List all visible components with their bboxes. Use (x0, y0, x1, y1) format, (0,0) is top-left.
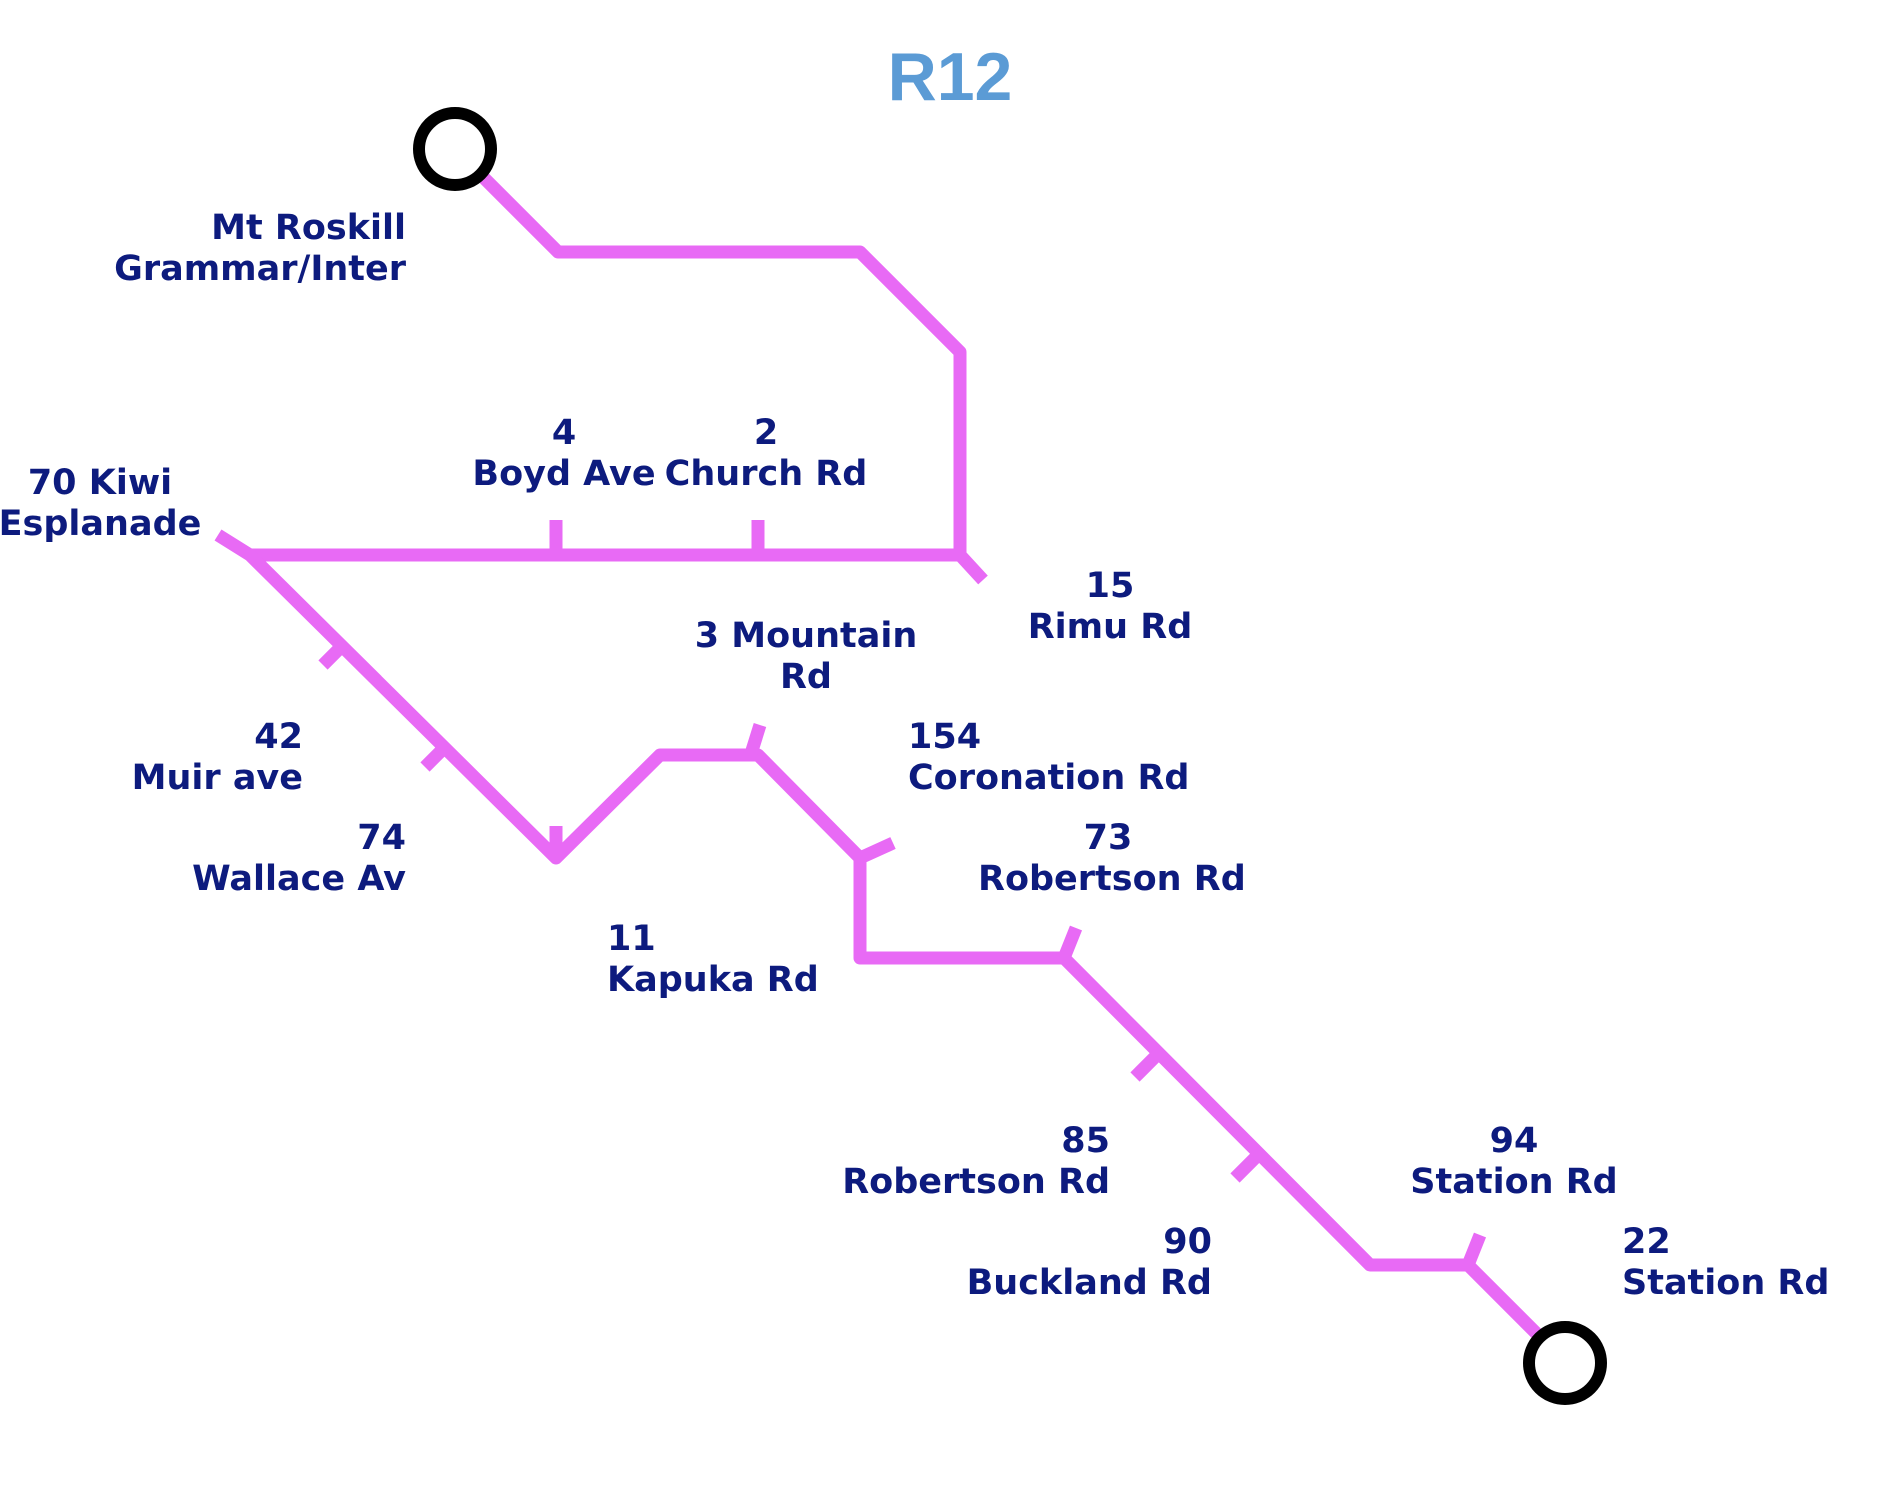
stop-marker-station-rd-94 (1461, 1232, 1487, 1268)
stop-label-line: 85 (1061, 1121, 1110, 1161)
stop-label-line: Grammar/Inter (114, 249, 406, 289)
stop-label-church-rd: 2 Church Rd (636, 413, 896, 495)
stop-label-station-rd-22: 22 Station Rd (1622, 1222, 1829, 1304)
stop-label-line: Rd (779, 657, 832, 697)
stop-label-line: Church Rd (664, 454, 868, 494)
stop-label-line: 154 (908, 717, 982, 757)
stop-label-line: Kapuka Rd (607, 960, 819, 1000)
stop-label-line: Coronation Rd (908, 758, 1190, 798)
stop-label-buckland-rd: 90 Buckland Rd (967, 1222, 1212, 1304)
stop-label-robertson-rd-85: 85 Robertson Rd (842, 1121, 1110, 1203)
stop-label-mountain-rd: 3 Mountain Rd (676, 616, 936, 698)
stop-label-line: Mt Roskill (211, 208, 406, 248)
stop-label-line: 2 (753, 413, 779, 453)
stop-marker-robertson-rd-73 (1057, 925, 1083, 961)
stop-label-line: Rimu Rd (1027, 607, 1193, 647)
stop-markers (318, 520, 1487, 1268)
stop-label-line: 90 (1163, 1222, 1212, 1262)
stop-label-line: 3 Mountain (694, 616, 918, 656)
stop-label-coronation-rd: 154 Coronation Rd (908, 717, 1189, 799)
stop-label-station-rd-94: 94 Station Rd (1384, 1121, 1644, 1203)
stop-label-muir-ave: 42 Muir ave (132, 717, 303, 799)
stop-marker-robertson-rd-85 (1130, 1048, 1164, 1082)
stop-label-wallace-av: 74 Wallace Av (192, 818, 406, 900)
stop-marker-muir-ave (318, 641, 347, 670)
stop-label-line: 70 Kiwi (27, 463, 173, 503)
stop-label-kapuka-rd: 11 Kapuka Rd (607, 919, 819, 1001)
stop-label-line: Wallace Av (192, 859, 406, 899)
stop-label-robertson-rd-73: 73 Robertson Rd (978, 818, 1246, 900)
stop-label-line: Esplanade (0, 504, 202, 544)
stop-label-line: Robertson Rd (978, 859, 1246, 899)
stop-label-line: Robertson Rd (842, 1162, 1110, 1202)
stop-label-line: 15 (1085, 566, 1135, 606)
route-line-segment (955, 550, 988, 585)
stop-label-line: 11 (607, 919, 656, 959)
stop-label-line: 4 (551, 413, 577, 453)
stop-label-rimu-rd: 15 Rimu Rd (980, 566, 1240, 648)
terminal-marker-mt-roskill (413, 107, 497, 191)
stop-marker-wallace-av (420, 743, 449, 772)
stop-label-line: 74 (357, 818, 406, 858)
terminal-markers (413, 107, 1607, 1405)
stop-label-line: Station Rd (1410, 1162, 1618, 1202)
stop-label-line: Station Rd (1622, 1263, 1830, 1303)
stop-marker-buckland-rd (1230, 1149, 1264, 1183)
stop-label-line: 73 (1083, 818, 1133, 858)
stop-marker-coronation-rd (857, 837, 896, 864)
stop-label-line: Boyd Ave (472, 454, 656, 494)
stop-label-mt-roskill: Mt Roskill Grammar/Inter (114, 208, 406, 290)
route-title: R12 (887, 39, 1013, 115)
stop-label-line: 22 (1622, 1222, 1671, 1262)
stop-label-line: Buckland Rd (966, 1263, 1212, 1303)
stop-label-line: Muir ave (131, 758, 303, 798)
stop-label-line: 42 (254, 717, 303, 757)
stop-marker-mountain-rd (743, 723, 767, 759)
stop-label-line: 94 (1489, 1121, 1539, 1161)
stop-label-boyd-ave: 4 Boyd Ave (434, 413, 694, 495)
terminal-marker-station-rd-22 (1523, 1321, 1607, 1405)
route-line-segment (250, 144, 967, 562)
